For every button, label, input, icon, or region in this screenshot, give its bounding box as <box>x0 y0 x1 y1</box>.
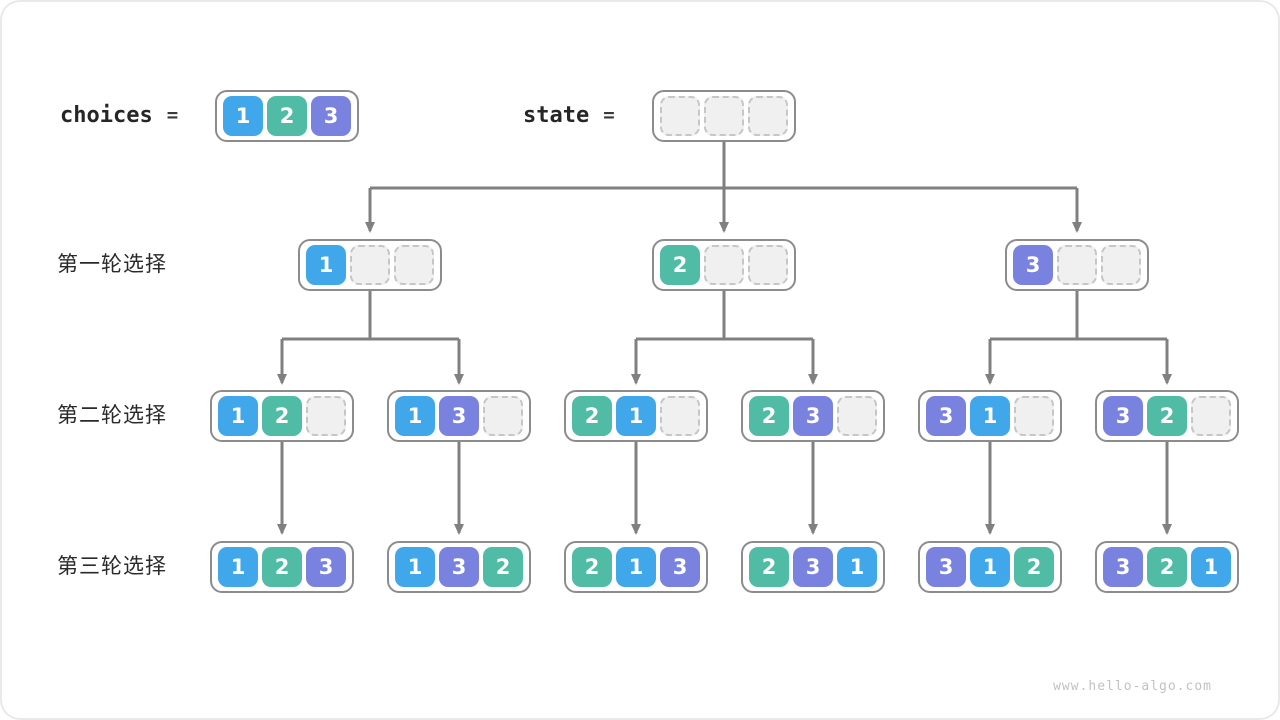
state-slot <box>660 96 700 136</box>
state-slot <box>1101 245 1141 285</box>
state-slot: 3 <box>926 396 966 436</box>
state-slot: 1 <box>970 547 1010 587</box>
state-slot: 3 <box>306 547 346 587</box>
state-slot: 2 <box>1147 396 1187 436</box>
state-slot: 1 <box>1191 547 1231 587</box>
choices-array: 1 2 3 <box>215 90 359 142</box>
state-slot <box>704 245 744 285</box>
state-slot: 3 <box>439 547 479 587</box>
state-node: 1 3 2 <box>387 541 531 593</box>
state-label: state <box>523 102 590 128</box>
state-node: 2 1 <box>564 390 708 442</box>
state-slot: 3 <box>926 547 966 587</box>
state-slot: 1 <box>218 547 258 587</box>
row-label-round-3: 第三轮选择 <box>57 555 167 578</box>
state-slot: 1 <box>395 547 435 587</box>
state-slot <box>306 396 346 436</box>
state-slot: 3 <box>793 396 833 436</box>
state-slot <box>704 96 744 136</box>
choice-slot: 1 <box>223 96 263 136</box>
state-slot: 2 <box>660 245 700 285</box>
state-slot: 3 <box>1103 547 1143 587</box>
state-slot <box>1014 396 1054 436</box>
choice-slot: 2 <box>267 96 307 136</box>
state-slot <box>394 245 434 285</box>
state-slot: 2 <box>1147 547 1187 587</box>
state-slot: 3 <box>439 396 479 436</box>
state-slot: 1 <box>616 547 656 587</box>
watermark: www.hello-algo.com <box>1053 679 1212 694</box>
state-node: 3 2 1 <box>1095 541 1239 593</box>
state-slot: 2 <box>572 396 612 436</box>
state-slot: 2 <box>262 547 302 587</box>
state-slot <box>748 245 788 285</box>
state-slot: 3 <box>660 547 700 587</box>
state-equals: = <box>603 104 615 126</box>
state-slot: 2 <box>1014 547 1054 587</box>
state-slot: 1 <box>970 396 1010 436</box>
state-slot: 2 <box>749 547 789 587</box>
choices-equals: = <box>166 104 179 126</box>
state-node: 3 1 <box>918 390 1062 442</box>
state-slot: 3 <box>1013 245 1053 285</box>
state-node: 3 2 <box>1095 390 1239 442</box>
state-slot: 2 <box>749 396 789 436</box>
state-node: 1 2 <box>210 390 354 442</box>
state-slot: 2 <box>572 547 612 587</box>
state-node: 3 1 2 <box>918 541 1062 593</box>
state-node: 2 1 3 <box>564 541 708 593</box>
state-slot: 3 <box>793 547 833 587</box>
state-slot <box>837 396 877 436</box>
choice-slot: 3 <box>311 96 351 136</box>
state-slot <box>660 396 700 436</box>
state-node: 1 3 <box>387 390 531 442</box>
state-node: 3 <box>1005 239 1149 291</box>
state-slot: 1 <box>395 396 435 436</box>
state-slot <box>350 245 390 285</box>
state-slot: 2 <box>483 547 523 587</box>
state-node: 2 3 <box>741 390 885 442</box>
state-slot: 1 <box>616 396 656 436</box>
state-slot: 2 <box>262 396 302 436</box>
state-slot <box>1191 396 1231 436</box>
row-label-round-1: 第一轮选择 <box>57 253 167 276</box>
state-node: 2 <box>652 239 796 291</box>
state-slot: 1 <box>218 396 258 436</box>
row-label-round-2: 第二轮选择 <box>57 404 167 427</box>
state-slot <box>483 396 523 436</box>
state-slot: 3 <box>1103 396 1143 436</box>
state-node: 1 2 3 <box>210 541 354 593</box>
state-slot <box>1057 245 1097 285</box>
state-header: state = <box>523 90 615 140</box>
state-slot: 1 <box>306 245 346 285</box>
state-root-node <box>652 90 796 142</box>
choices-label: choices <box>60 102 153 128</box>
state-node: 1 <box>298 239 442 291</box>
state-slot: 1 <box>837 547 877 587</box>
state-node: 2 3 1 <box>741 541 885 593</box>
state-slot <box>748 96 788 136</box>
choices-header: choices = <box>60 90 178 140</box>
